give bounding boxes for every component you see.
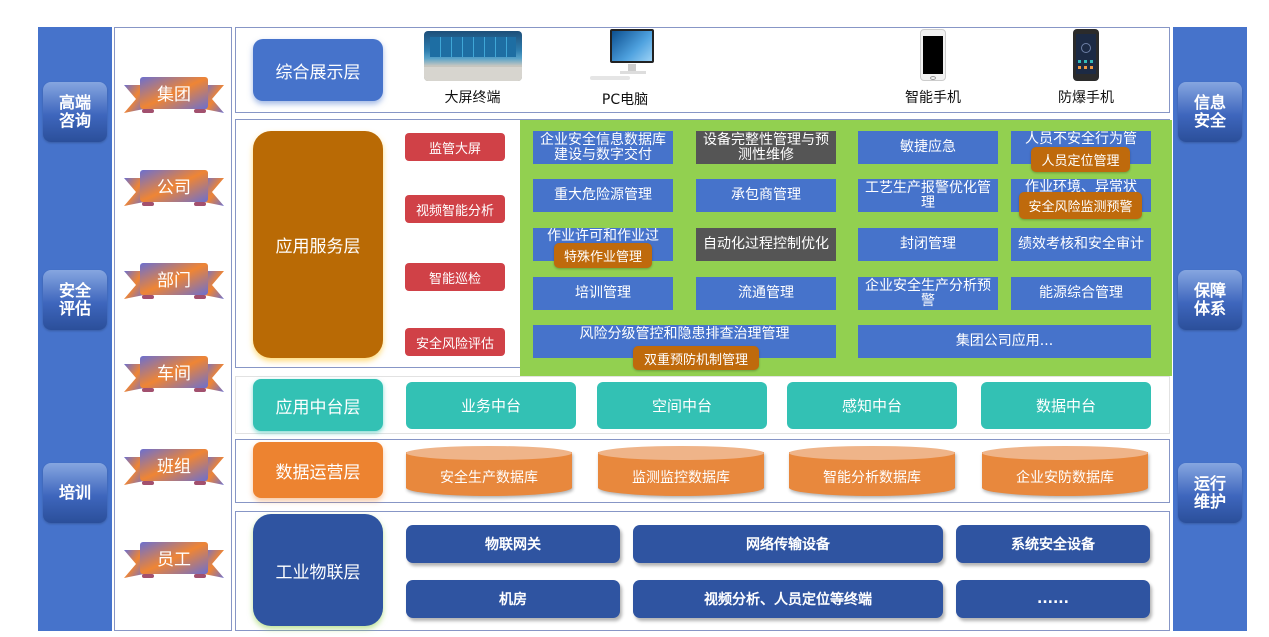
iot-layer-title: 工业物联层 (253, 514, 383, 626)
app-module[interactable]: 绩效考核和安全审计 (1011, 228, 1151, 261)
database[interactable]: 监测监控数据库 (598, 446, 764, 496)
app-module[interactable]: 流通管理 (696, 277, 836, 310)
left-sidebar-item-label: 安全评估 (58, 281, 91, 318)
middle-platform-layer-title: 应用中台层 (253, 379, 383, 431)
display-layer-title: 综合展示层 (253, 39, 383, 101)
video-wall-icon (423, 31, 522, 81)
database[interactable]: 企业安防数据库 (982, 446, 1148, 496)
org-level-label: 班组 (157, 456, 191, 477)
app-module[interactable]: 集团公司应用... (858, 325, 1151, 358)
app-service-layer-title: 应用服务层 (253, 131, 383, 358)
right-sidebar-item-operations[interactable]: 运行维护 (1178, 463, 1242, 523)
app-module[interactable]: 设备完整性管理与预测性维修 (696, 131, 836, 164)
org-level-ribbon: 部门 (124, 261, 224, 307)
iot-item[interactable]: 系统安全设备 (956, 525, 1150, 563)
org-level-label: 车间 (157, 363, 191, 384)
ribbon-icon (124, 77, 224, 113)
org-level-ribbon: 班组 (124, 447, 224, 493)
right-sidebar-item-assurance[interactable]: 保障体系 (1178, 270, 1242, 330)
ribbon-icon (124, 170, 224, 206)
overlay-tag[interactable]: 人员定位管理 (1031, 147, 1130, 172)
overlay-tag[interactable]: 双重预防机制管理 (633, 346, 759, 370)
app-module[interactable]: 封闭管理 (858, 228, 998, 261)
org-level-ribbon: 公司 (124, 168, 224, 214)
org-level-ribbon: 员工 (124, 540, 224, 586)
database-label: 监测监控数据库 (632, 470, 730, 486)
middle-platform-item[interactable]: 数据中台 (981, 382, 1151, 429)
database-icon (982, 446, 1148, 460)
device-video-wall: 大屏终端 (420, 31, 525, 107)
left-sidebar-item-label: 高端咨询 (58, 93, 91, 130)
app-module[interactable]: 承包商管理 (696, 179, 836, 212)
function-button[interactable]: 监管大屏 (405, 133, 505, 161)
ribbon-icon (124, 542, 224, 578)
iot-item[interactable]: 网络传输设备 (633, 525, 943, 563)
app-module[interactable]: 敏捷应急 (858, 131, 998, 164)
left-sidebar-item-assessment[interactable]: 安全评估 (43, 270, 107, 330)
middle-platform-item[interactable]: 感知中台 (787, 382, 957, 429)
org-level-label: 部门 (157, 270, 191, 291)
org-level-column: 集团 公司 部门 车间 (114, 27, 232, 631)
ribbon-icon (124, 263, 224, 299)
app-module[interactable]: 工艺生产报警优化管理 (858, 179, 998, 212)
database[interactable]: 安全生产数据库 (406, 446, 572, 496)
iot-item[interactable]: 视频分析、人员定位等终端 (633, 580, 943, 618)
database-icon (789, 446, 955, 460)
org-level-ribbon: 集团 (124, 75, 224, 121)
org-level-label: 公司 (157, 177, 191, 198)
database-label: 安全生产数据库 (440, 470, 538, 486)
middle-platform-item[interactable]: 空间中台 (597, 382, 767, 429)
org-level-ribbon: 车间 (124, 354, 224, 400)
ribbon-icon (124, 356, 224, 392)
smartphone-icon (920, 29, 946, 81)
device-label: PC电脑 (601, 92, 649, 108)
app-module[interactable]: 培训管理 (533, 277, 673, 310)
database-icon (598, 446, 764, 460)
left-sidebar-item-label: 培训 (58, 483, 91, 502)
desktop-computer-icon (590, 29, 660, 83)
iot-item[interactable]: 机房 (406, 580, 620, 618)
device-smartphone: 智能手机 (893, 29, 973, 107)
device-pc: PC电脑 (585, 29, 665, 109)
iot-item[interactable]: 物联网关 (406, 525, 620, 563)
device-explosion-proof-phone: 防爆手机 (1046, 29, 1126, 107)
overlay-tag[interactable]: 安全风险监测预警 (1019, 192, 1142, 219)
org-level-label: 集团 (157, 84, 191, 105)
left-sidebar-item-training[interactable]: 培训 (43, 463, 107, 523)
overlay-tag[interactable]: 特殊作业管理 (554, 243, 652, 268)
ribbon-icon (124, 449, 224, 485)
app-module[interactable]: 自动化过程控制优化 (696, 228, 836, 261)
left-sidebar-item-consulting[interactable]: 高端咨询 (43, 82, 107, 142)
function-button[interactable]: 智能巡检 (405, 263, 505, 291)
app-module[interactable]: 企业安全生产分析预警 (858, 277, 998, 310)
function-button[interactable]: 安全风险评估 (405, 328, 505, 356)
app-module[interactable]: 重大危险源管理 (533, 179, 673, 212)
data-ops-layer-title: 数据运营层 (253, 442, 383, 498)
database-icon (406, 446, 572, 460)
right-sidebar-item-label: 运行维护 (1193, 474, 1226, 511)
org-level-label: 员工 (157, 549, 191, 570)
right-sidebar-item-label: 信息安全 (1193, 93, 1226, 130)
device-label: 大屏终端 (444, 90, 501, 106)
app-module[interactable]: 能源综合管理 (1011, 277, 1151, 310)
middle-platform-item[interactable]: 业务中台 (406, 382, 576, 429)
rugged-phone-icon (1073, 29, 1099, 81)
right-sidebar: 信息安全 保障体系 运行维护 (1173, 27, 1247, 631)
display-layer-panel (235, 27, 1170, 113)
database[interactable]: 智能分析数据库 (789, 446, 955, 496)
database-label: 企业安防数据库 (1016, 470, 1114, 486)
right-sidebar-item-info-security[interactable]: 信息安全 (1178, 82, 1242, 142)
app-module[interactable]: 企业安全信息数据库建设与数字交付 (533, 131, 673, 164)
function-button[interactable]: 视频智能分析 (405, 195, 505, 223)
iot-item[interactable]: ...... (956, 580, 1150, 618)
device-label: 防爆手机 (1058, 90, 1114, 106)
device-label: 智能手机 (905, 90, 961, 106)
right-sidebar-item-label: 保障体系 (1193, 281, 1226, 318)
left-sidebar: 高端咨询 安全评估 培训 (38, 27, 112, 631)
database-label: 智能分析数据库 (823, 470, 921, 486)
